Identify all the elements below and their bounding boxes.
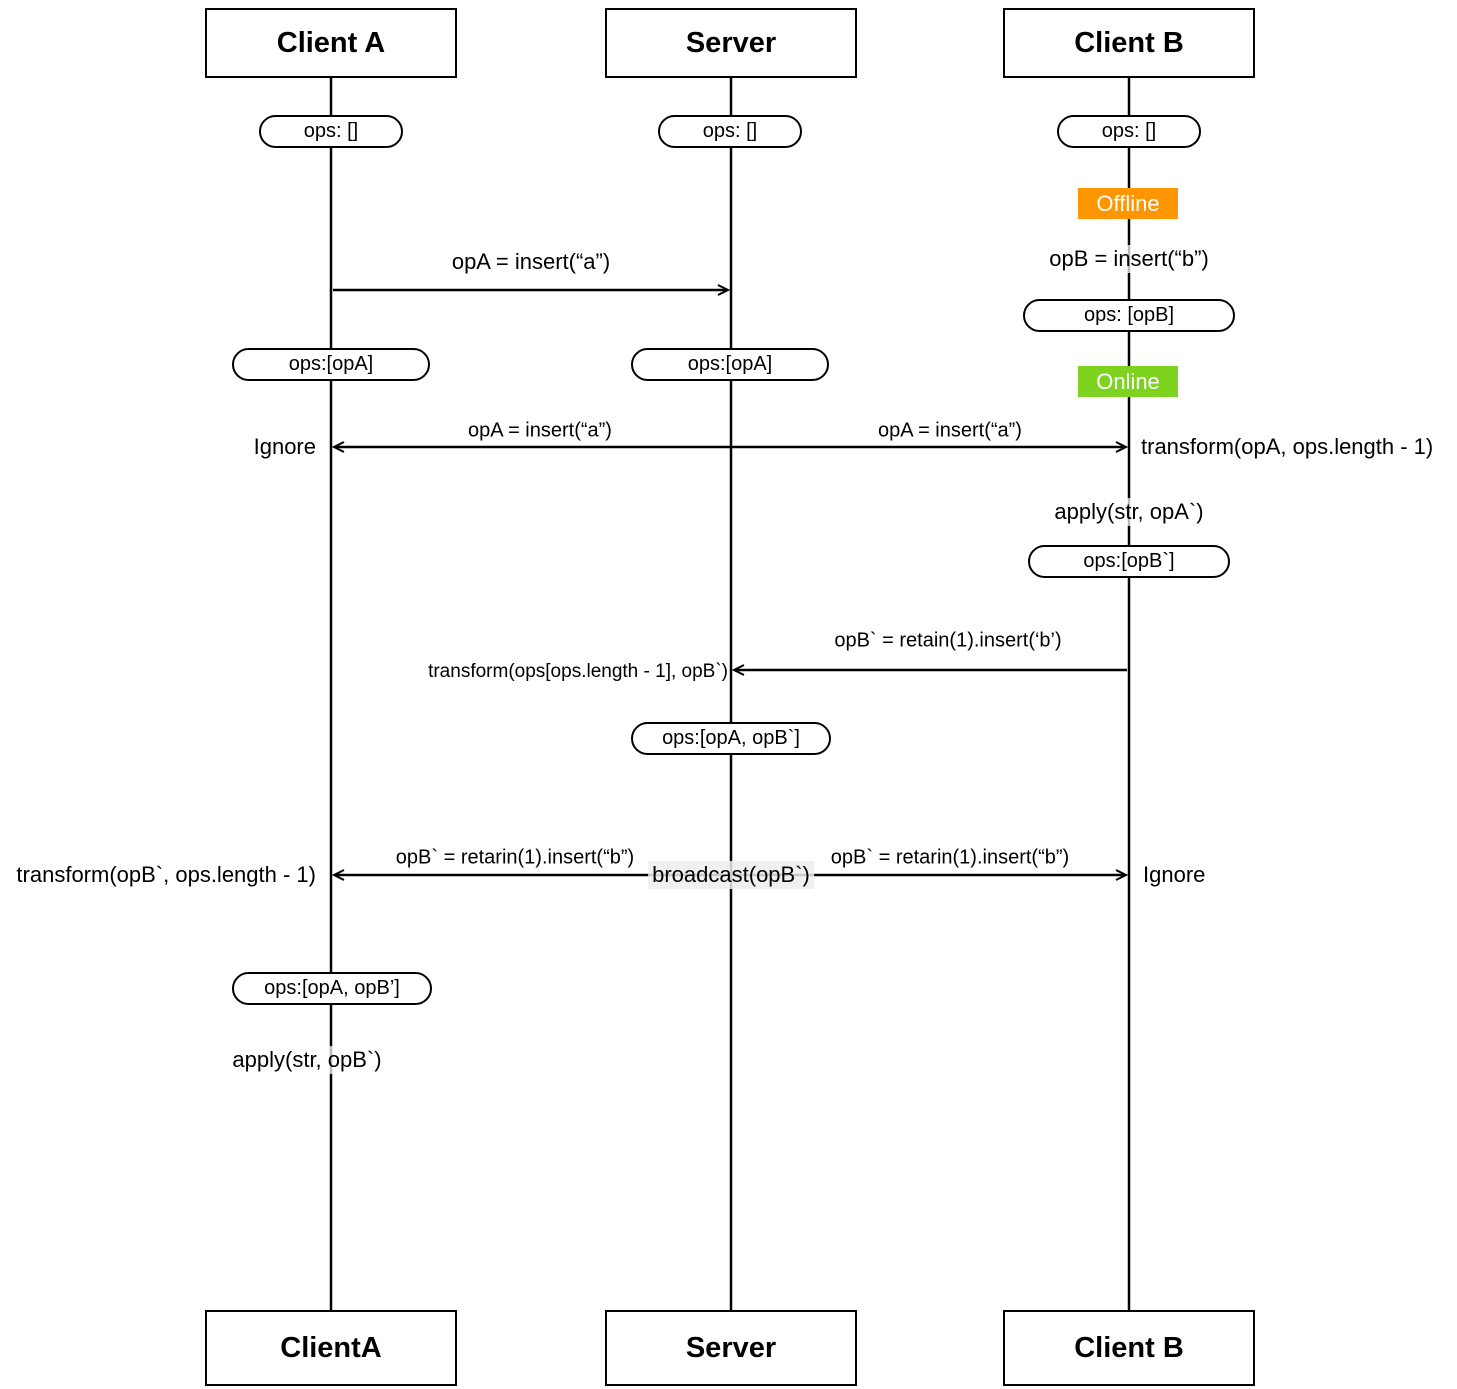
label-ignore-client-a: Ignore	[253, 434, 316, 459]
actor-bottom-client-b: Client B	[1003, 1310, 1255, 1386]
actor-bottom-server: Server	[605, 1310, 857, 1386]
online-badge: Online	[1078, 366, 1178, 397]
label-transform-client-a: transform(opB`, ops.length - 1)	[16, 862, 316, 887]
state-server-after-opb: ops:[opA, opB`]	[631, 722, 831, 755]
label-transform-server: transform(ops[ops.length - 1], opB`)	[428, 661, 728, 682]
actor-top-client-b: Client B	[1003, 8, 1255, 78]
label-opa-broadcast-left: opA = insert(“a”)	[468, 419, 612, 442]
label-opb-broadcast-right: opB` = retarin(1).insert(“b”)	[830, 846, 1070, 869]
actor-top-client-a: Client A	[205, 8, 457, 78]
state-client-a-after-opb: ops:[opA, opB’]	[232, 972, 432, 1005]
actor-top-server: Server	[605, 8, 857, 78]
state-server-after-opa: ops:[opA]	[631, 348, 829, 381]
offline-badge: Offline	[1078, 188, 1178, 219]
label-apply-client-b: apply(str, opA`)	[1051, 498, 1207, 526]
label-opb-send: opB` = retain(1).insert(‘b’)	[834, 629, 1062, 652]
state-client-a-after-opa: ops:[opA]	[232, 348, 430, 381]
state-client-b-after-transform: ops:[opB`]	[1028, 545, 1230, 578]
label-opa-broadcast-right: opA = insert(“a”)	[878, 419, 1022, 442]
actor-bottom-client-a: ClientA	[205, 1310, 457, 1386]
label-opb-broadcast-left: opB` = retarin(1).insert(“b”)	[395, 846, 635, 869]
state-server-initial: ops: []	[658, 115, 802, 148]
label-apply-client-a: apply(str, opB`)	[229, 1046, 385, 1074]
label-opb-local: opB = insert(“b”)	[1046, 245, 1212, 273]
state-client-a-initial: ops: []	[259, 115, 403, 148]
label-ignore-client-b: Ignore	[1143, 862, 1206, 887]
state-client-b-after-local: ops: [opB]	[1023, 299, 1235, 332]
label-opa-send: opA = insert(“a”)	[451, 249, 611, 274]
label-transform-client-b: transform(opA, ops.length - 1)	[1141, 434, 1434, 459]
state-client-b-initial: ops: []	[1057, 115, 1201, 148]
label-broadcast: broadcast(opB`)	[648, 861, 814, 889]
